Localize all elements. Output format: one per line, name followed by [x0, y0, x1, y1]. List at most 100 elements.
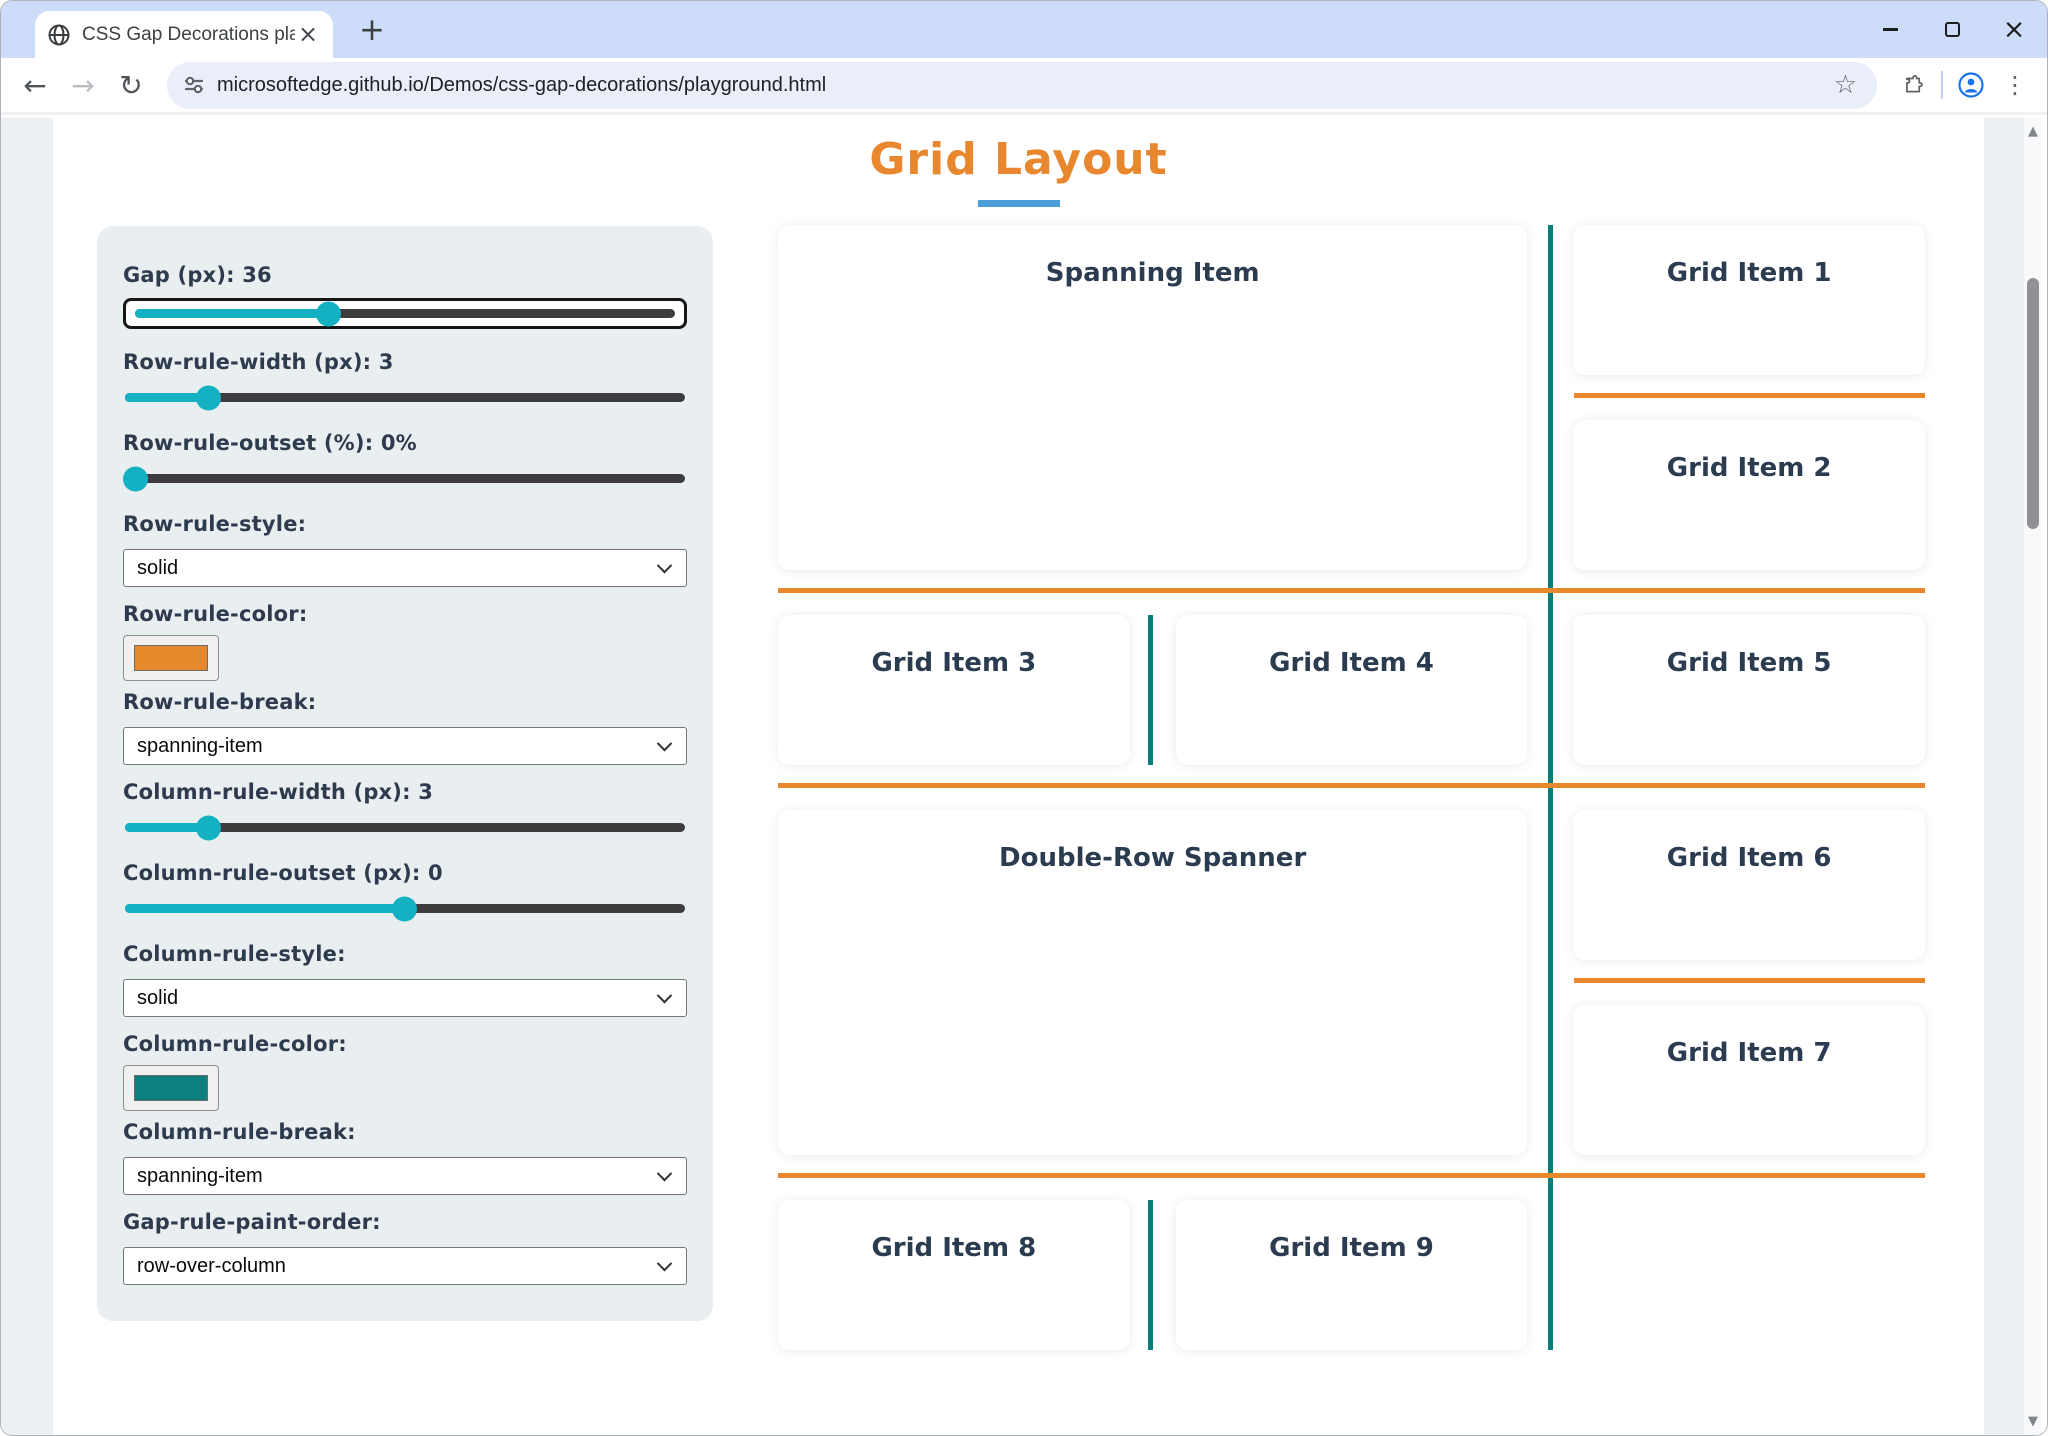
grid-item-9: Grid Item 9 — [1175, 1200, 1528, 1350]
slider-track[interactable] — [123, 466, 685, 491]
row-rule-color-label: Row-rule-color: — [123, 602, 308, 626]
grid-item-label: Grid Item 6 — [1666, 843, 1832, 873]
grid-item-label: Double-Row Spanner — [999, 843, 1307, 873]
slider-track[interactable] — [125, 896, 685, 921]
column-rule-color-label: Column-rule-color: — [123, 1032, 347, 1056]
row-rule — [1574, 978, 1925, 983]
grid-demo: Spanning Item Grid Item 1 Grid Item 2 Gr… — [778, 225, 1925, 1350]
scroll-up-arrow-icon[interactable]: ▲ — [2028, 124, 2038, 139]
column-rule-break-select[interactable]: spanning-item — [123, 1157, 687, 1195]
grid-item-2: Grid Item 2 — [1573, 420, 1925, 570]
row-rule-style-select[interactable]: solid — [123, 549, 687, 587]
grid-item-label: Grid Item 3 — [871, 648, 1037, 678]
column-rule-style-select[interactable]: solid — [123, 979, 687, 1017]
column-rule-color-picker[interactable] — [123, 1065, 219, 1111]
new-tab-button[interactable]: + — [359, 12, 385, 48]
control-column-rule-outset: Column-rule-outset (px): 0 — [123, 860, 687, 921]
slider-fill — [125, 815, 221, 840]
close-window-button[interactable]: × — [1983, 1, 2045, 58]
title-underline — [977, 200, 1060, 207]
reload-button[interactable]: ↻ — [119, 68, 143, 102]
row-rule-width-slider[interactable] — [123, 385, 687, 410]
browser-toolbar: ← → ↻ microsoftedge.github.io/Demos/css-… — [1, 58, 2047, 115]
scrollbar-thumb[interactable] — [2027, 278, 2039, 529]
column-rule-color-swatch — [134, 1075, 208, 1101]
chevron-down-icon — [656, 1165, 673, 1181]
row-rule-break-select[interactable]: spanning-item — [123, 727, 687, 765]
grid-item-label: Grid Item 8 — [871, 1233, 1037, 1263]
vertical-scrollbar[interactable]: ▲ ▼ — [2024, 118, 2042, 1435]
control-column-rule-break: Column-rule-break: spanning-item — [123, 1119, 687, 1195]
grid-item-6: Grid Item 6 — [1573, 810, 1925, 960]
column-rule-width-slider[interactable] — [123, 815, 687, 840]
grid-item-8: Grid Item 8 — [778, 1200, 1130, 1350]
url-text[interactable]: microsoftedge.github.io/Demos/css-gap-de… — [217, 73, 827, 96]
slider-fill — [135, 301, 342, 326]
grid-item-3: Grid Item 3 — [778, 615, 1130, 765]
forward-button[interactable]: → — [71, 68, 95, 102]
grid-item-1: Grid Item 1 — [1573, 225, 1925, 375]
row-rule-outset-slider[interactable] — [123, 466, 687, 491]
row-rule — [778, 783, 1925, 788]
profile-avatar-icon — [1958, 72, 1984, 98]
row-rule-style-label: Row-rule-style: — [123, 512, 307, 536]
grid-container: Spanning Item Grid Item 1 Grid Item 2 Gr… — [778, 225, 1925, 1350]
row-rule-break-label: Row-rule-break: — [123, 690, 317, 714]
site-info-tune-icon[interactable] — [183, 74, 205, 96]
extensions-button[interactable] — [1891, 63, 1935, 107]
select-value: spanning-item — [137, 734, 263, 757]
chevron-down-icon — [656, 557, 673, 573]
row-rule-width-label: Row-rule-width (px): 3 — [123, 350, 394, 374]
column-rule-outset-label: Column-rule-outset (px): 0 — [123, 861, 443, 885]
toolbar-separator — [1941, 71, 1943, 99]
maximize-icon — [1944, 22, 1960, 37]
column-rule-outset-slider[interactable] — [123, 896, 687, 921]
slider-thumb[interactable] — [196, 385, 221, 410]
tab-close-icon[interactable]: × — [297, 19, 319, 48]
grid-item-label: Grid Item 7 — [1666, 1038, 1832, 1068]
chevron-down-icon — [656, 1255, 673, 1271]
slider-thumb[interactable] — [196, 815, 221, 840]
page-left-margin — [1, 118, 53, 1435]
control-row-rule-outset: Row-rule-outset (%): 0% — [123, 430, 687, 491]
gap-slider[interactable] — [135, 301, 675, 326]
column-rule — [1148, 615, 1153, 765]
grid-item-label: Grid Item 9 — [1269, 1233, 1434, 1263]
row-rule-color-picker[interactable] — [123, 635, 219, 681]
globe-favicon-icon — [48, 24, 70, 45]
scroll-down-arrow-icon[interactable]: ▼ — [2028, 1414, 2038, 1429]
browser-tab[interactable]: CSS Gap Decorations playground × — [35, 11, 333, 58]
control-row-rule-width: Row-rule-width (px): 3 — [123, 349, 687, 410]
tab-strip: CSS Gap Decorations playground × + × — [1, 1, 2047, 58]
chevron-down-icon — [656, 735, 673, 751]
select-value: solid — [137, 986, 179, 1009]
select-value: spanning-item — [137, 1164, 263, 1187]
window-controls: × — [1859, 1, 2045, 58]
control-gap-rule-paint-order: Gap-rule-paint-order: row-over-column — [123, 1209, 687, 1285]
url-bar[interactable]: microsoftedge.github.io/Demos/css-gap-de… — [167, 61, 1877, 109]
slider-track[interactable] — [125, 815, 685, 840]
back-button[interactable]: ← — [23, 68, 47, 102]
gap-rule-paint-order-select[interactable]: row-over-column — [123, 1247, 687, 1285]
toolbar-right: ⋮ — [1891, 63, 2037, 107]
grid-item-double-row-spanner: Double-Row Spanner — [778, 810, 1528, 1155]
row-rule-outset-label: Row-rule-outset (%): 0% — [123, 431, 417, 455]
slider-thumb[interactable] — [316, 301, 342, 326]
slider-thumb[interactable] — [123, 466, 149, 491]
maximize-button[interactable] — [1921, 1, 1983, 58]
slider-fill — [125, 385, 221, 410]
grid-item-label: Grid Item 1 — [1666, 258, 1832, 288]
browser-menu-button[interactable]: ⋮ — [2003, 71, 2027, 99]
page-title: Grid Layout — [869, 134, 1168, 185]
grid-item-7: Grid Item 7 — [1573, 1005, 1925, 1155]
slider-track[interactable] — [135, 301, 675, 326]
profile-button[interactable] — [1949, 63, 1993, 107]
slider-thumb[interactable] — [392, 896, 417, 921]
minimize-button[interactable] — [1859, 1, 1921, 58]
bookmark-star-icon[interactable]: ☆ — [1833, 70, 1857, 100]
control-gap: Gap (px): 36 — [123, 262, 687, 329]
minimize-icon — [1882, 28, 1898, 31]
column-rule-width-label: Column-rule-width (px): 3 — [123, 780, 434, 804]
slider-track[interactable] — [125, 385, 685, 410]
